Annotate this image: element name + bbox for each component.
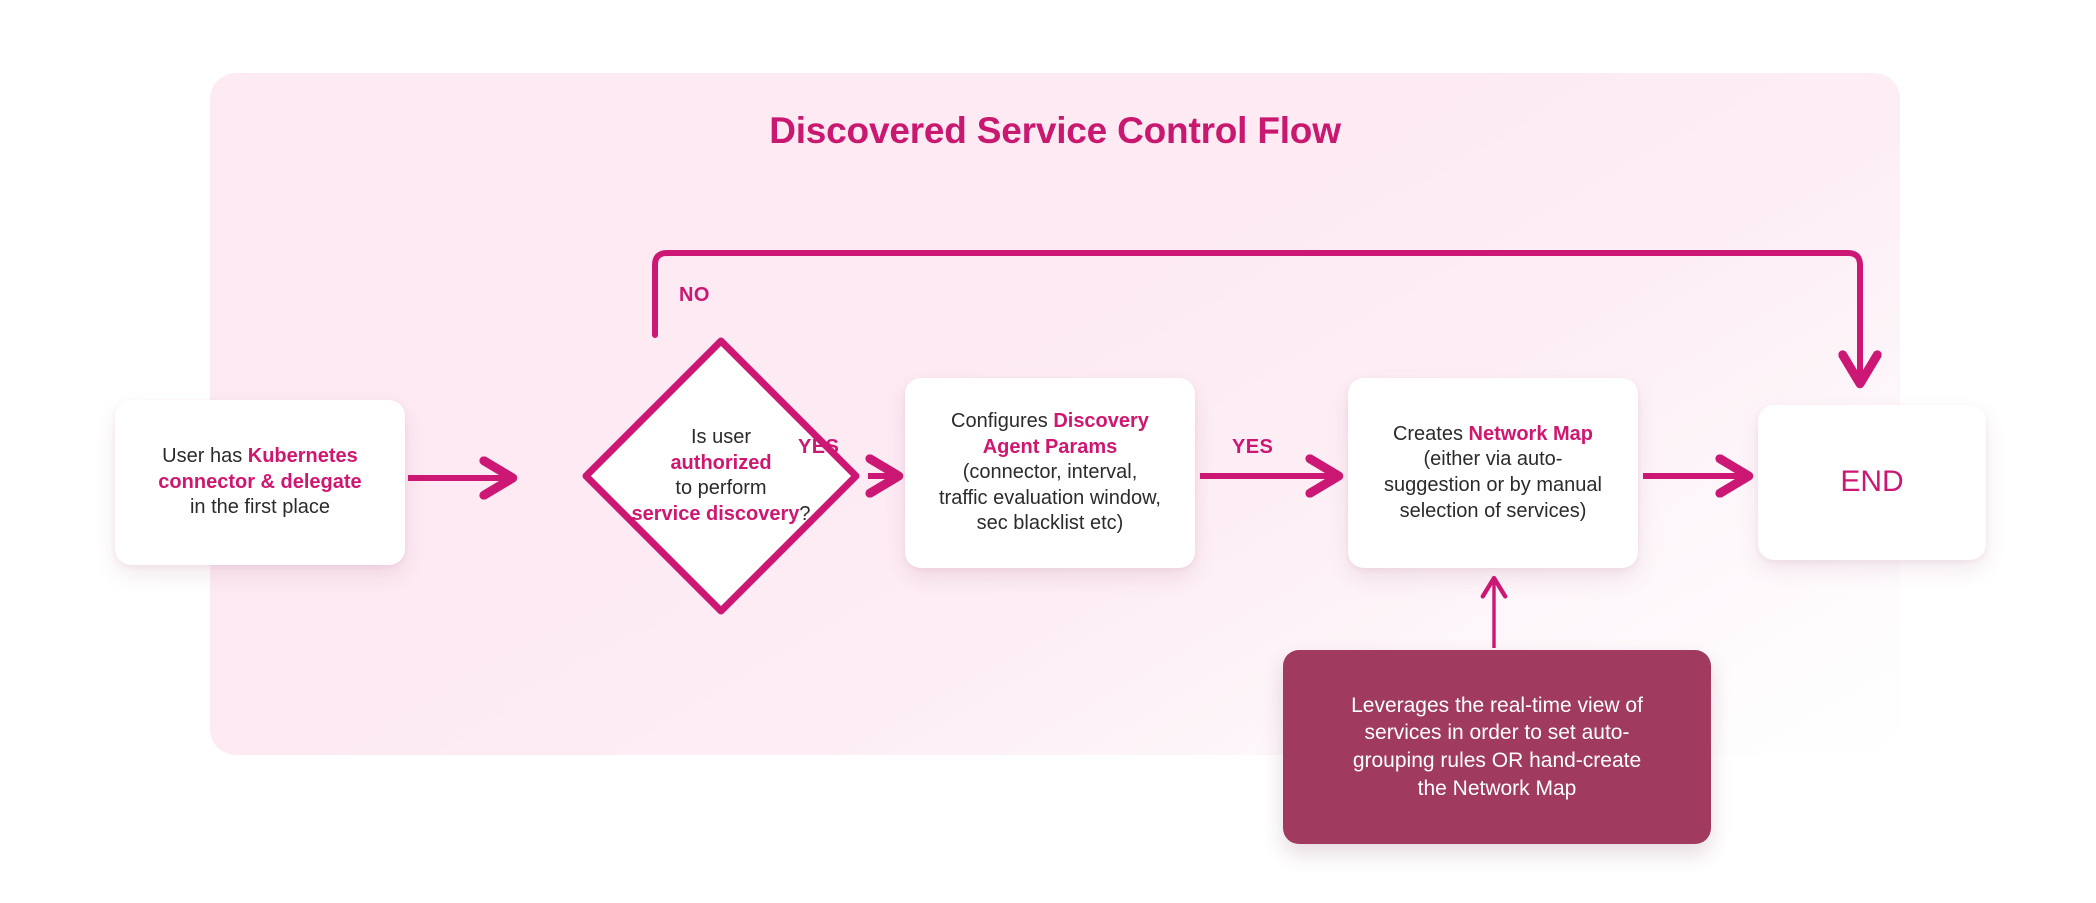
note-line-3: grouping rules OR hand-create [1352, 749, 1642, 772]
node-decision[interactable]: Is user authorized to perform service di… [578, 333, 864, 619]
note-line-2: services in order to set auto- [1364, 721, 1630, 745]
node-config[interactable]: Configures Discovery Agent Params (conne… [905, 378, 1195, 568]
node-end[interactable]: END [1758, 405, 1986, 560]
node-config-line-5: sec blacklist etc) [976, 512, 1124, 535]
node-network-map-text: Creates Network Map (either via auto- su… [1370, 416, 1616, 530]
note-line-4: the Network Map [1417, 776, 1577, 800]
node-netmap-line-3: suggestion or by manual [1384, 474, 1602, 496]
node-netmap-line-2: (either via auto- [1423, 448, 1563, 471]
annotation-card-text: Leverages the real-time view of services… [1351, 692, 1643, 803]
node-config-line-1-plain: Configures [951, 410, 1054, 433]
annotation-card[interactable]: Leverages the real-time view of services… [1283, 650, 1711, 844]
node-decision-line-4-highlight: service discovery [631, 502, 800, 525]
node-decision-line-1: Is user [690, 425, 752, 448]
page-title: Discovered Service Control Flow [769, 110, 1341, 151]
edge-label-yes-1: YES [798, 436, 840, 458]
edge-label-yes-2: YES [1232, 436, 1274, 458]
node-start-line-1-plain: User has [162, 445, 248, 468]
node-netmap-line-1-highlight: Network Map [1468, 422, 1594, 445]
edge-label-no: NO [679, 284, 710, 306]
node-config-line-4: traffic evaluation window, [939, 486, 1161, 509]
node-network-map[interactable]: Creates Network Map (either via auto- su… [1348, 378, 1638, 568]
node-decision-line-4-suffix: ? [799, 502, 811, 525]
node-start-text: User has Kubernetes connector & delegate… [144, 438, 375, 527]
node-config-line-2-highlight: Agent Params [982, 435, 1118, 458]
diamond-shape-icon [582, 337, 860, 615]
node-decision-line-2-highlight: authorized [670, 451, 772, 474]
node-start-line-2-highlight: connector & delegate [158, 470, 362, 493]
node-config-line-3: (connector, interval, [962, 461, 1138, 484]
node-end-label: END [1840, 465, 1904, 499]
node-config-line-1-highlight: Discovery [1053, 410, 1149, 433]
node-decision-line-3: to perform [675, 477, 767, 499]
node-decision-text: Is user authorized to perform service di… [606, 425, 836, 527]
node-start[interactable]: User has Kubernetes connector & delegate… [115, 400, 405, 565]
node-start-line-3-plain: in the first place [189, 496, 331, 519]
node-start-line-1-highlight: Kubernetes [247, 445, 358, 468]
node-netmap-line-4: selection of services) [1399, 499, 1587, 522]
node-netmap-line-1-plain: Creates [1392, 422, 1469, 445]
note-line-1: Leverages the real-time view of [1351, 693, 1643, 717]
node-config-text: Configures Discovery Agent Params (conne… [925, 403, 1175, 543]
